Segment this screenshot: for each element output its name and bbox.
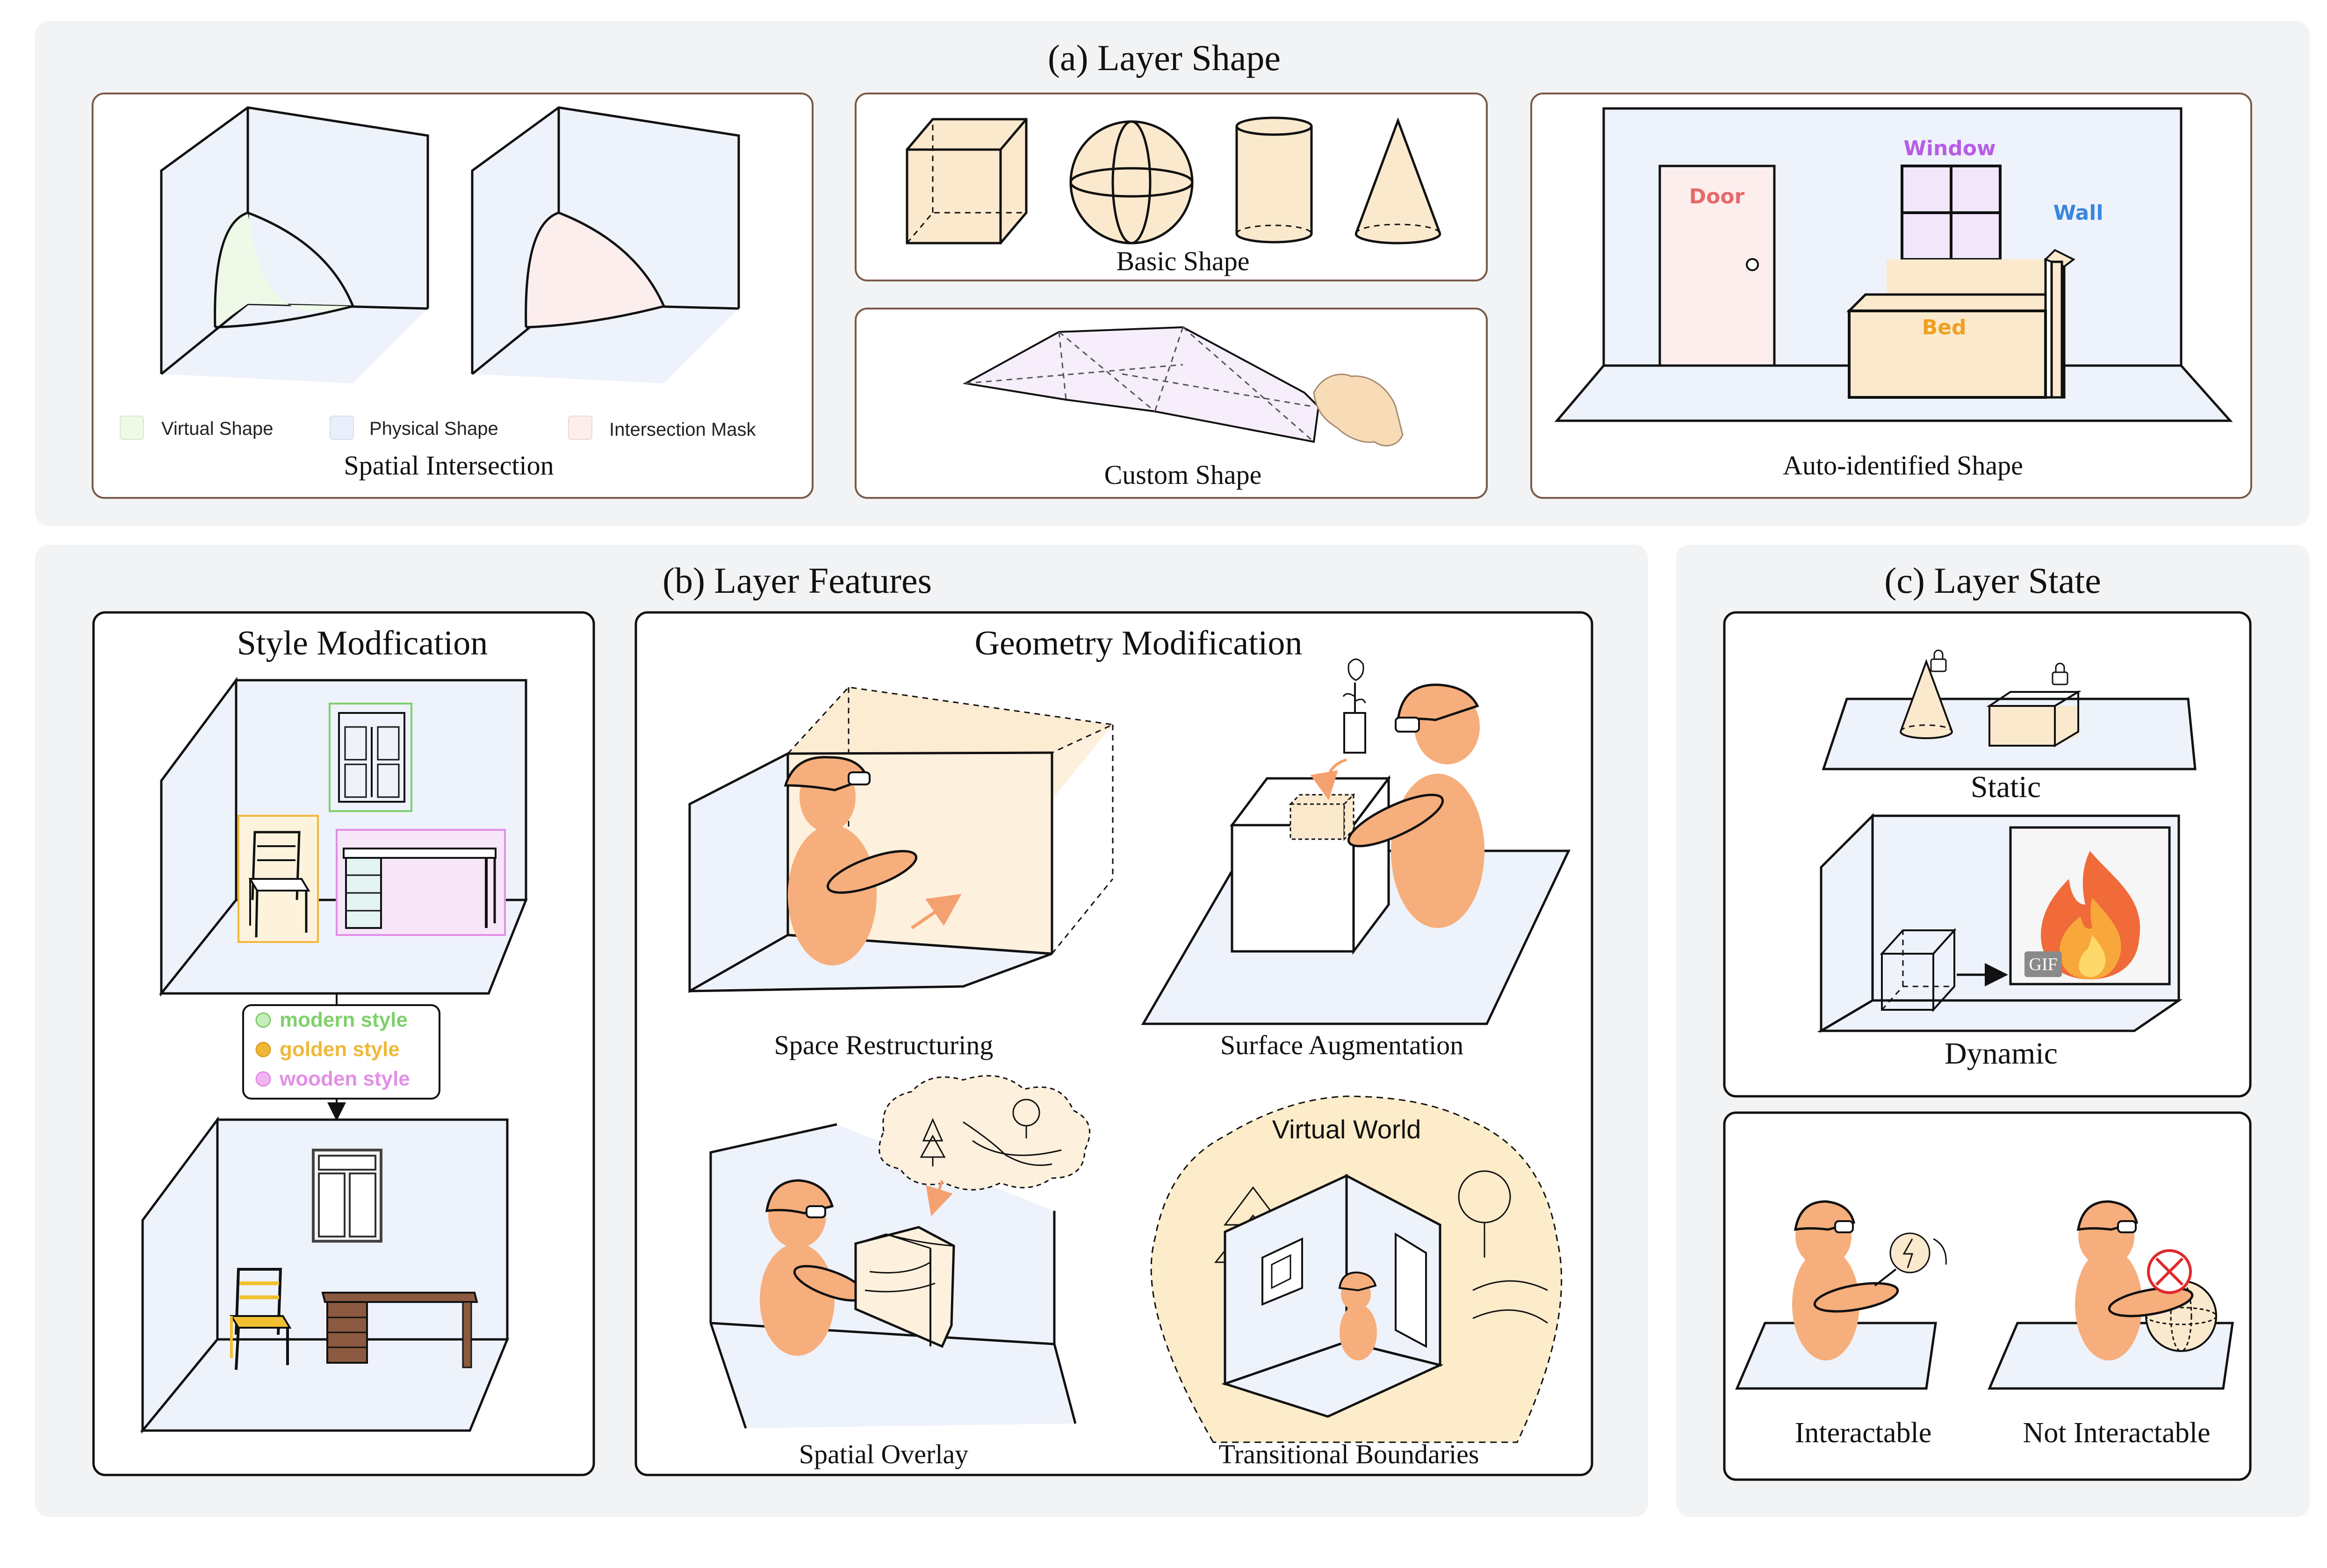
legend-virtual-shape: Virtual Shape xyxy=(161,418,273,439)
custom-shape-caption: Custom Shape xyxy=(1104,460,1262,490)
space-restructuring-caption: Space Restructuring xyxy=(774,1030,994,1060)
space-restructuring-illustration xyxy=(688,686,1116,993)
lock-icon xyxy=(1930,649,1947,672)
lock-icon xyxy=(2052,662,2068,685)
auto-identified-caption: Auto-identified Shape xyxy=(1783,450,2023,481)
section-a-layer-shape: (a) Layer Shape xyxy=(35,21,2310,526)
gif-label: GIF xyxy=(2029,955,2057,974)
hand-icon xyxy=(1313,374,1404,446)
legend-intersection-mask: Intersection Mask xyxy=(609,419,756,440)
window-label: Window xyxy=(1903,137,1996,160)
surface-augmentation-illustration xyxy=(1141,658,1571,1025)
style-options-box xyxy=(242,1004,440,1100)
interact-target-icon xyxy=(1889,1232,1931,1273)
basic-shape-caption: Basic Shape xyxy=(1116,246,1249,276)
cube-shape xyxy=(906,118,1028,245)
transitional-boundaries-caption: Transitional Boundaries xyxy=(1219,1439,1479,1469)
geometry-modification-panel: Geometry Modification xyxy=(634,611,1593,1476)
geometry-modification-title: Geometry Modification xyxy=(975,624,1303,662)
intersection-mask-cube-illustration xyxy=(471,106,740,383)
basic-shape-panel: Basic Shape xyxy=(855,93,1488,281)
window-shape xyxy=(1901,165,2002,261)
legend-swatch-physical xyxy=(330,416,354,440)
auto-identified-panel: Door Window Wall xyxy=(1530,93,2252,499)
room-after-style xyxy=(140,1116,509,1434)
cone-shape xyxy=(1354,117,1441,245)
virtual-world-label: Virtual World xyxy=(1272,1115,1421,1144)
static-cone xyxy=(1900,659,1953,739)
room-before-style xyxy=(158,676,528,997)
static-caption: Static xyxy=(1971,770,2041,804)
bed-label: Bed xyxy=(1922,316,1967,339)
spatial-intersection-caption: Spatial Intersection xyxy=(344,450,554,481)
golden-style-label: golden style xyxy=(280,1038,400,1061)
spatial-overlay-illustration xyxy=(709,1075,1091,1429)
gif-badge xyxy=(2024,951,2062,977)
not-interactable-caption: Not Interactable xyxy=(2023,1417,2210,1449)
legend-swatch-virtual xyxy=(120,416,144,440)
section-a-title: (a) Layer Shape xyxy=(1048,37,1281,78)
wooden-style-dot xyxy=(255,1071,271,1087)
static-box xyxy=(1986,690,2082,748)
modern-style-label: modern style xyxy=(280,1008,408,1031)
custom-shape-panel: Custom Shape xyxy=(855,308,1488,499)
forbidden-icon xyxy=(2147,1249,2192,1294)
legend-physical-shape: Physical Shape xyxy=(369,418,498,439)
dynamic-caption: Dynamic xyxy=(1945,1036,2058,1071)
section-b-layer-features: (b) Layer Features Style Modfication xyxy=(35,545,1648,1517)
virtual-shape-cube-illustration xyxy=(160,106,429,383)
section-b-title: (b) Layer Features xyxy=(663,560,932,601)
cylinder-shape xyxy=(1235,116,1313,244)
wall-label: Wall xyxy=(2053,201,2104,225)
sphere-shape xyxy=(1069,120,1194,245)
transitional-boundaries-illustration: Virtual World xyxy=(1150,1095,1563,1443)
style-modification-panel: Style Modfication xyxy=(92,611,595,1476)
section-c-title: (c) Layer State xyxy=(1884,560,2101,601)
spatial-overlay-caption: Spatial Overlay xyxy=(799,1439,968,1469)
interactable-caption: Interactable xyxy=(1795,1417,1932,1449)
spatial-intersection-panel: Virtual Shape Physical Shape Intersectio… xyxy=(92,93,814,499)
bed-shape xyxy=(1846,249,2075,399)
section-c-layer-state: (c) Layer State xyxy=(1676,545,2310,1517)
door-label: Door xyxy=(1689,185,1745,209)
golden-style-dot xyxy=(255,1042,271,1057)
wooden-style-label: wooden style xyxy=(279,1067,410,1090)
surface-augmentation-caption: Surface Augmentation xyxy=(1220,1030,1463,1060)
dynamic-room: GIF xyxy=(1816,813,2183,1033)
static-dynamic-panel: Static GIF Dynamic xyxy=(1723,611,2252,1098)
modern-style-dot xyxy=(255,1012,271,1028)
legend-swatch-intersection xyxy=(568,416,592,440)
style-modification-title: Style Modfication xyxy=(237,624,488,662)
interactable-panel: Interactable Not Interactable xyxy=(1723,1111,2252,1481)
